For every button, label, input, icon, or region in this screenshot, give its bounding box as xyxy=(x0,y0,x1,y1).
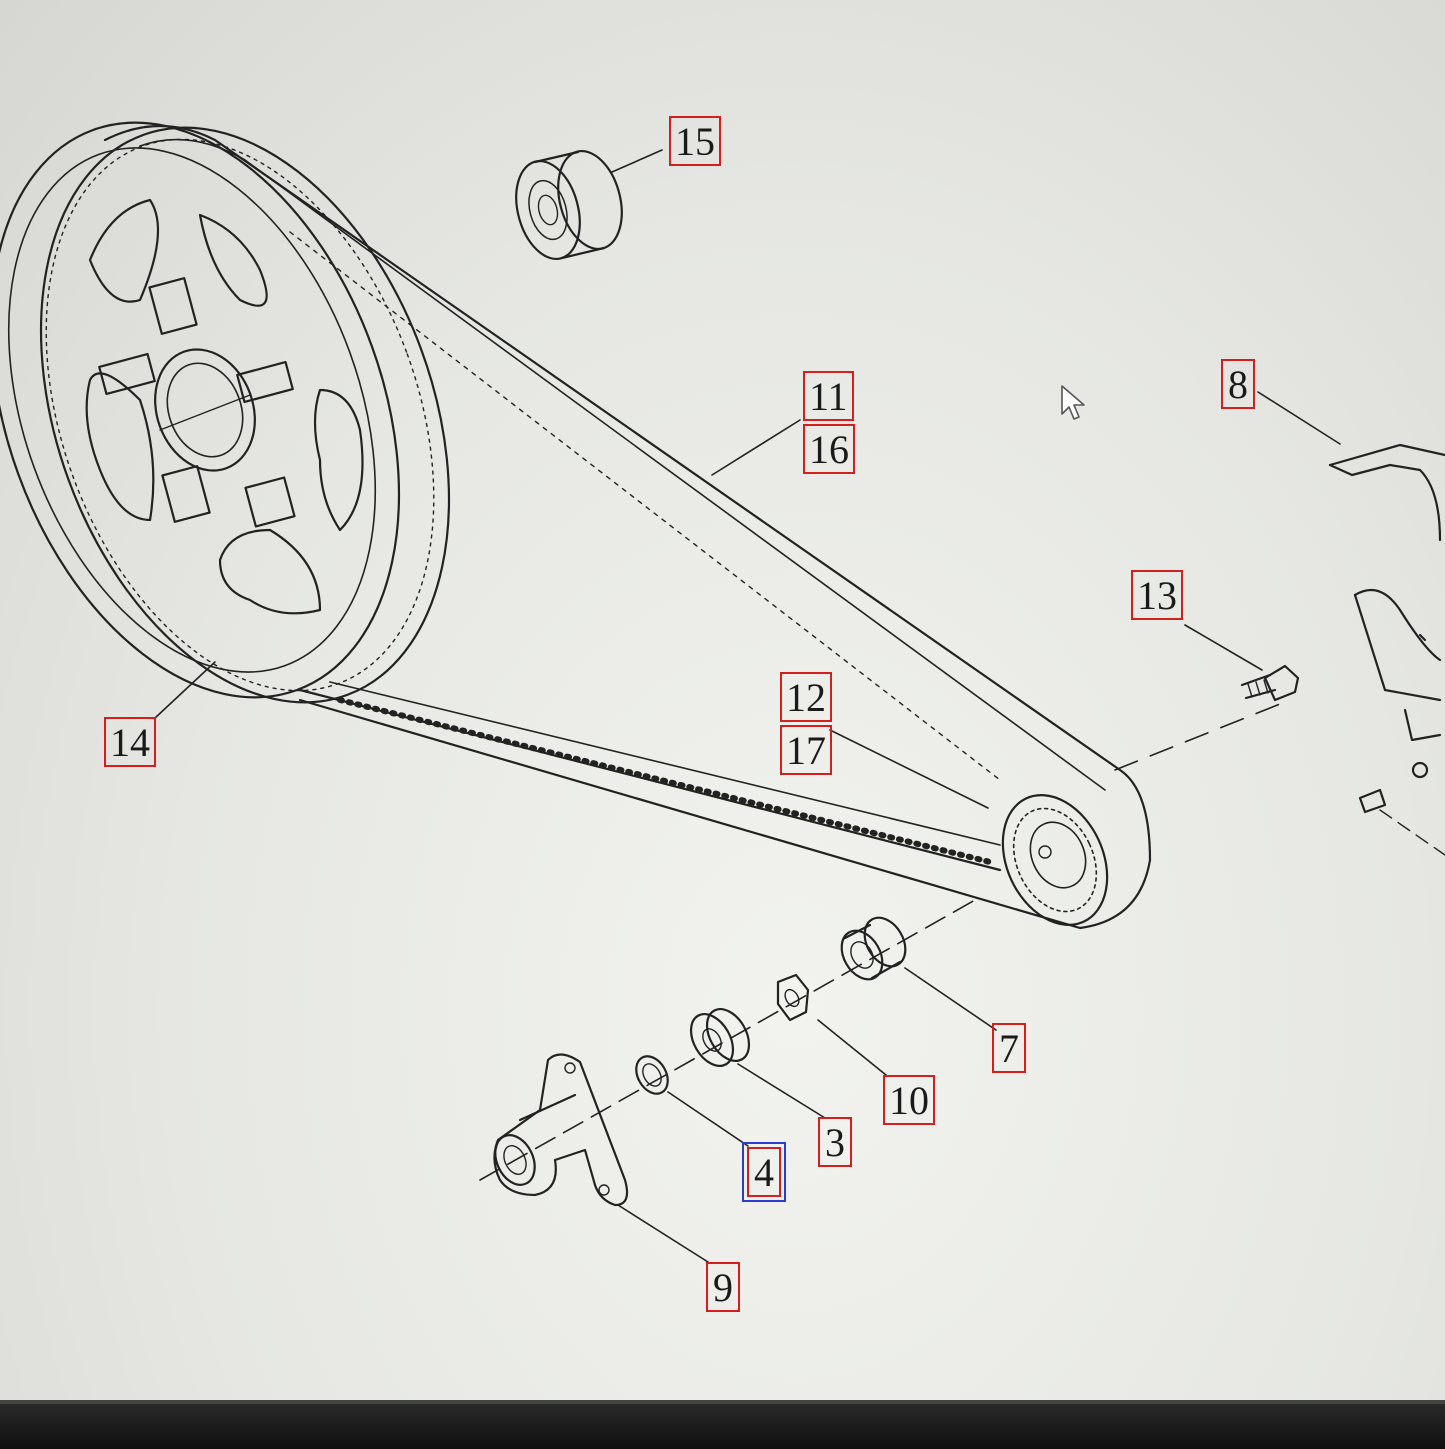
callout-label: 10 xyxy=(889,1078,929,1123)
large-pulley-part-14 xyxy=(0,121,451,704)
mouse-pointer-arrow-icon xyxy=(1061,385,1085,420)
callout-label: 17 xyxy=(786,728,826,773)
leader-lines xyxy=(154,149,1341,1263)
callout-13[interactable]: 13 xyxy=(1131,570,1183,620)
callout-label: 16 xyxy=(809,427,849,472)
bracket-plate-part-8 xyxy=(1328,443,1445,856)
callout-8[interactable]: 8 xyxy=(1221,359,1255,409)
callout-label: 14 xyxy=(110,720,150,765)
callout-15[interactable]: 15 xyxy=(669,116,721,166)
callout-14[interactable]: 14 xyxy=(104,717,156,767)
spacer-part-7 xyxy=(840,916,907,981)
callout-4[interactable]: 4 xyxy=(742,1142,786,1202)
callout-label: 9 xyxy=(713,1265,733,1310)
nut-part-10 xyxy=(776,973,810,1022)
callout-label: 8 xyxy=(1228,362,1248,407)
shaft-axis-line xyxy=(479,699,1291,1181)
callout-label: 11 xyxy=(809,374,848,419)
bolt-part-13 xyxy=(1240,664,1300,702)
washer-part-4 xyxy=(635,1055,669,1095)
callout-3[interactable]: 3 xyxy=(818,1117,852,1167)
callout-17[interactable]: 17 xyxy=(780,725,832,775)
callout-12[interactable]: 12 xyxy=(780,672,832,722)
callout-16[interactable]: 16 xyxy=(803,424,855,474)
monitor-bezel xyxy=(0,1400,1445,1449)
callout-10[interactable]: 10 xyxy=(883,1075,935,1125)
bearing-part-15 xyxy=(515,149,623,261)
callout-7[interactable]: 7 xyxy=(992,1023,1026,1073)
callout-label: 13 xyxy=(1137,573,1177,618)
small-pulley-part-12-17 xyxy=(1001,794,1109,926)
callout-label: 12 xyxy=(786,675,826,720)
bracket-part-9 xyxy=(493,1053,629,1207)
bushing-part-3 xyxy=(689,1008,751,1067)
callout-label: 7 xyxy=(999,1026,1019,1071)
callout-label: 4 xyxy=(754,1150,774,1195)
callout-9[interactable]: 9 xyxy=(706,1262,740,1312)
callout-label: 3 xyxy=(825,1120,845,1165)
callout-11[interactable]: 11 xyxy=(803,371,854,421)
callout-label: 15 xyxy=(675,119,715,164)
drive-belt-part-11-16 xyxy=(103,125,1152,930)
